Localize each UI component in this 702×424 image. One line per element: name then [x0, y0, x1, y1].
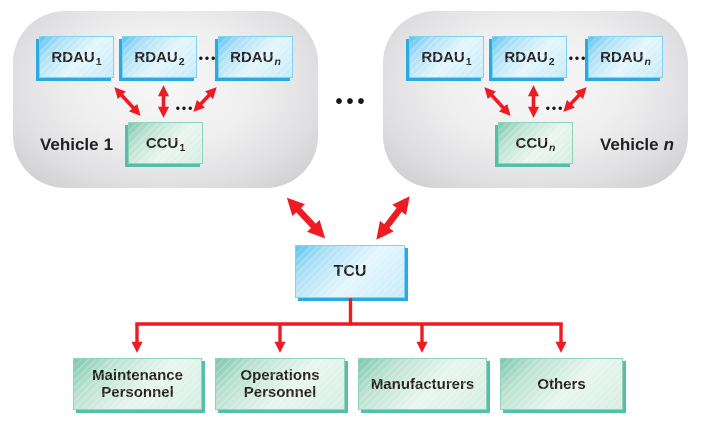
- maintenance-line2: Personnel: [101, 384, 174, 401]
- vehicle1-rdau-ellipsis: •••: [198, 51, 218, 65]
- ccun-label: CCU: [515, 134, 549, 152]
- ccu1-label: CCU: [145, 134, 179, 152]
- rdau2-subscript: 2: [548, 56, 555, 68]
- rdau1-label: RDAU: [421, 48, 465, 66]
- vehicle-n-label-base: Vehicle: [600, 135, 659, 154]
- rdaun-subscript: n: [644, 56, 651, 68]
- manufacturers-box: Manufacturers: [358, 358, 487, 410]
- ccu1-subscript: 1: [179, 142, 186, 154]
- operations-line2: Personnel: [243, 384, 317, 401]
- vehicle-1-label-number: 1: [103, 135, 114, 154]
- operations-personnel-box: Operations Personnel: [215, 358, 345, 410]
- vehicle-n-label-number: n: [663, 135, 674, 154]
- ccun-subscript: n: [549, 142, 556, 154]
- rdaun-subscript: n: [274, 56, 281, 68]
- vehiclen-rdau-ellipsis: •••: [568, 51, 588, 65]
- manufacturers-line1: Manufacturers: [370, 375, 475, 393]
- tcu-label: TCU: [333, 262, 367, 280]
- vehicle-1-label-base: Vehicle: [40, 135, 99, 154]
- vehicle1-tcu-arrow: [286, 197, 326, 239]
- rdaun-label: RDAU: [600, 48, 644, 66]
- rdau1-label: RDAU: [51, 48, 95, 66]
- rdau1-subscript: 1: [95, 56, 102, 68]
- maintenance-personnel-box: Maintenance Personnel: [73, 358, 202, 410]
- tcu-box: TCU: [295, 245, 405, 298]
- vehicle1-link-ellipsis: •••: [175, 101, 195, 115]
- rdaun-label: RDAU: [230, 48, 274, 66]
- rdau1-subscript: 1: [465, 56, 472, 68]
- rdau2-label: RDAU: [134, 48, 178, 66]
- rdau2-label: RDAU: [504, 48, 548, 66]
- maintenance-line1: Maintenance: [92, 367, 183, 384]
- others-box: Others: [500, 358, 623, 410]
- vehicles-ellipsis: •••: [335, 91, 369, 113]
- operations-line1: Operations: [240, 367, 320, 384]
- others-line1: Others: [537, 375, 586, 393]
- vehiclen-tcu-arrow: [376, 196, 410, 240]
- rdau2-subscript: 2: [178, 56, 185, 68]
- vehiclen-link-ellipsis: •••: [545, 101, 565, 115]
